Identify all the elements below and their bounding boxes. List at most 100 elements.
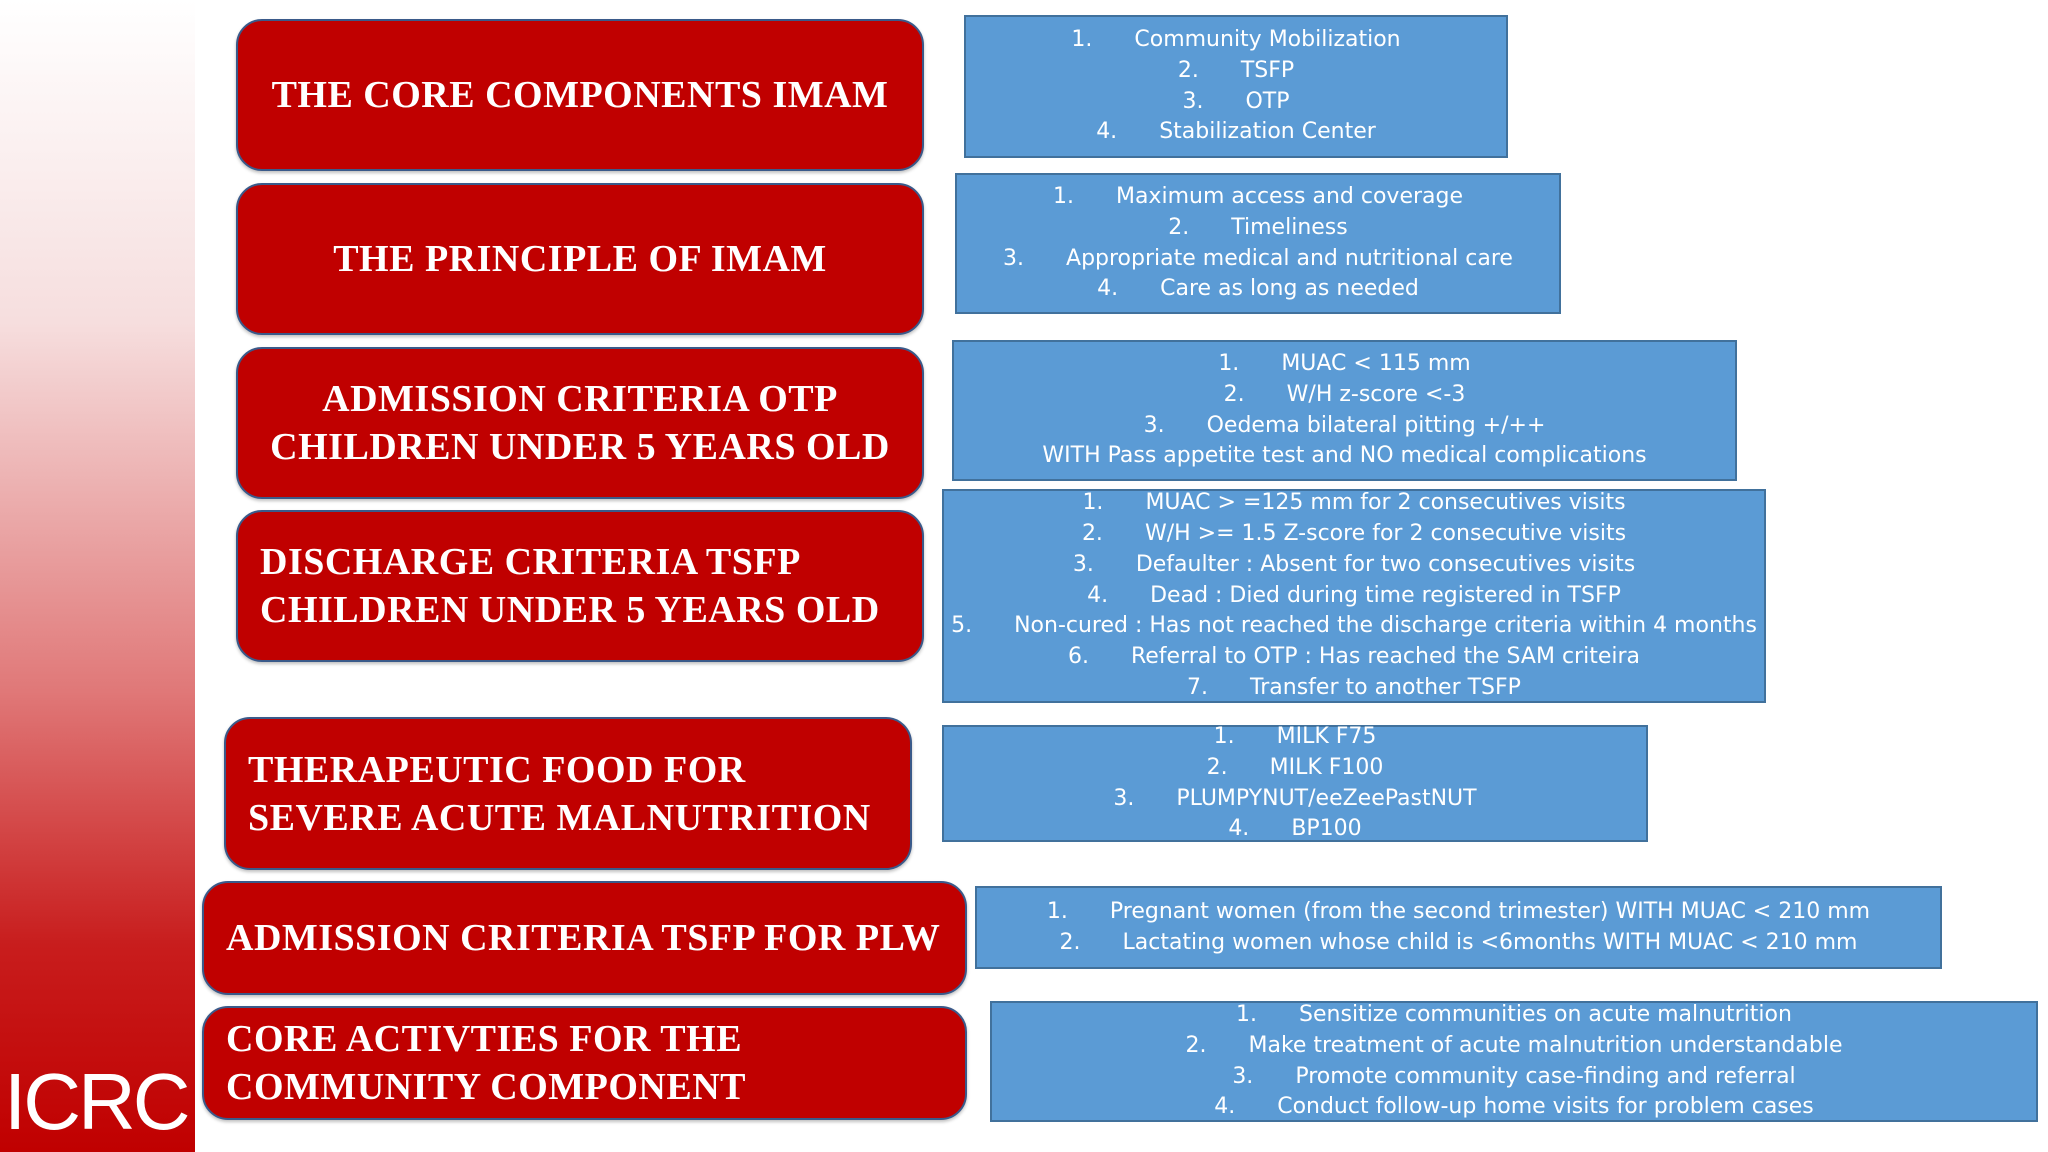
list-number: 2. [1168, 214, 1190, 240]
list-number: 2. [1059, 929, 1081, 955]
list-number: 2. [1177, 57, 1199, 83]
list-item: 2. Lactating women whose child is <6month… [1047, 928, 1870, 959]
list-number: 5. [951, 613, 973, 639]
list-item: 4.Conduct follow-up home visits for prob… [1185, 1092, 1842, 1123]
list-item: 3. Oedema bilateral pitting +/++ [1042, 411, 1646, 442]
list-item: WITH Pass appetite test and NO medical c… [1042, 441, 1646, 472]
list-item: 4. Dead : Died during time registered in … [951, 581, 1757, 612]
list-text: Community Mobilization [1134, 26, 1401, 52]
list-number: 2. [1206, 754, 1228, 780]
list-item: 1.Sensitize communities on acute malnutr… [1185, 1000, 1842, 1031]
title-line: CHILDREN UNDER 5 YEARS OLD [260, 589, 880, 631]
list-text: Non-cured : Has not reached the discharg… [1014, 613, 1757, 639]
list-number: 3. [1113, 785, 1135, 811]
list-item: 4.BP100 [1113, 814, 1476, 845]
title-core-components: THE CORE COMPONENTS IMAM [236, 19, 924, 171]
numbered-list: 1. Community Mobilization 2. TSFP 3. OTP 4. Sta… [1071, 25, 1400, 148]
list-number: 2. [1185, 1032, 1207, 1058]
numbered-list: 1. MUAC < 115 mm 2. W/H z-score <-3 3. Oedema… [1042, 349, 1646, 472]
title-line: THERAPEUTIC FOOD FOR [248, 748, 746, 791]
list-number: 2. [1223, 381, 1245, 407]
list-item: 3. Appropriate medical and nutritional ca… [1003, 244, 1513, 275]
list-number: 1. [1218, 350, 1240, 376]
list-item: 5. Non-cured : Has not reached the discha… [951, 611, 1757, 642]
list-item: 1.Maximum access and coverage [1003, 182, 1513, 213]
list-text: BP100 [1291, 816, 1362, 842]
list-number: 6. [1067, 644, 1089, 670]
list-item: 6.Referral to OTP : Has reached the SAM … [951, 642, 1757, 673]
list-number: 4. [1087, 582, 1109, 608]
list-number: 3. [1003, 245, 1025, 271]
list-item: 2. TSFP [1071, 56, 1400, 87]
list-item: 2. Timeliness [1003, 213, 1513, 244]
title-line: DISCHARGE CRITERIA TSFP [260, 541, 801, 583]
numbered-list: 1.Sensitize communities on acute malnutr… [1185, 1000, 1842, 1123]
list-number: 3. [1072, 551, 1094, 577]
title-admission-plw: ADMISSION CRITERIA TSFP FOR PLW [202, 881, 967, 995]
list-number: 1. [1052, 183, 1074, 209]
list-text: Defaulter : Absent for two consecutives … [1135, 551, 1636, 577]
title-line: THE CORE COMPONENTS IMAM [271, 74, 889, 116]
list-number: 1. [1213, 723, 1235, 749]
list-number: 1. [1082, 490, 1104, 516]
title-principle: THE PRINCIPLE OF IMAM [236, 183, 924, 335]
list-text: Make treatment of acute malnutrition und… [1248, 1032, 1843, 1058]
list-item: 4. Stabilization Center [1071, 117, 1400, 148]
list-text: W/H >= 1.5 Z-score for 2 consecutive vis… [1144, 521, 1627, 547]
list-text: TSFP [1240, 57, 1295, 83]
title-line: ADMISSION CRITERIA OTP [322, 378, 838, 420]
list-item: 1. MUAC < 115 mm [1042, 349, 1646, 380]
list-text: W/H z-score <-3 [1286, 381, 1466, 407]
list-text: Lactating women whose child is <6months … [1122, 929, 1858, 955]
list-box-core-activities: 1.Sensitize communities on acute malnutr… [990, 1001, 2038, 1122]
list-item: 2.MILK F100 [1113, 753, 1476, 784]
list-text: MUAC > =125 mm for 2 consecutives visits [1145, 490, 1626, 516]
list-number: 1. [1071, 26, 1093, 52]
list-number: 4. [1097, 276, 1119, 302]
list-item: 2. W/H z-score <-3 [1042, 380, 1646, 411]
list-text: OTP [1245, 88, 1290, 114]
list-item: 7. Transfer to another TSFP [951, 673, 1757, 704]
list-item: 1. Pregnant women (from the second trimes… [1047, 897, 1870, 928]
list-number: 4. [1096, 119, 1118, 145]
list-item: 3.PLUMPYNUT/eeZeePastNUT [1113, 784, 1476, 815]
list-item: 4. Care as long as needed [1003, 274, 1513, 305]
list-text: MILK F75 [1276, 723, 1377, 749]
icrc-logo: ICRC [4, 1057, 191, 1146]
title-line: COMMUNITY COMPONENT [226, 1066, 746, 1108]
list-text: Appropriate medical and nutritional care [1066, 245, 1513, 271]
list-item: 2. W/H >= 1.5 Z-score for 2 consecutive v… [951, 519, 1757, 550]
list-number: 1. [1236, 1001, 1258, 1027]
list-number: 1. [1046, 898, 1068, 924]
list-box-admission-plw: 1. Pregnant women (from the second trimes… [975, 886, 1942, 969]
list-box-discharge-tsfp: 1. MUAC > =125 mm for 2 consecutives visi… [942, 489, 1766, 703]
list-text: Timeliness [1231, 214, 1348, 240]
list-item: 1. MILK F75 [1113, 722, 1476, 753]
list-item: 3.Promote community case-finding and ref… [1185, 1062, 1842, 1093]
list-text: Stabilization Center [1159, 119, 1376, 145]
title-line: THE PRINCIPLE OF IMAM [333, 238, 827, 280]
list-text: Oedema bilateral pitting +/++ [1206, 412, 1546, 438]
list-number: 7. [1187, 675, 1209, 700]
sidebar-gradient: ICRC [0, 0, 195, 1152]
title-line: ADMISSION CRITERIA TSFP FOR PLW [226, 917, 941, 959]
list-text: Transfer to another TSFP [1250, 675, 1521, 700]
list-text: MUAC < 115 mm [1281, 350, 1471, 376]
list-item: 3. Defaulter : Absent for two consecutive… [951, 550, 1757, 581]
list-number: 2. [1081, 521, 1103, 547]
list-box-core-components: 1. Community Mobilization 2. TSFP 3. OTP 4. Sta… [964, 15, 1508, 158]
list-number: 3. [1143, 412, 1165, 438]
list-text: Dead : Died during time registered in TS… [1150, 582, 1621, 608]
title-discharge-tsfp: DISCHARGE CRITERIA TSFP CHILDREN UNDER 5 … [236, 510, 924, 662]
list-item: 1. Community Mobilization [1071, 25, 1400, 56]
list-number: 3. [1182, 88, 1204, 114]
list-text: Conduct follow-up home visits for proble… [1277, 1094, 1814, 1120]
list-text: Care as long as needed [1160, 276, 1419, 302]
list-text: Pregnant women (from the second trimeste… [1109, 898, 1871, 924]
